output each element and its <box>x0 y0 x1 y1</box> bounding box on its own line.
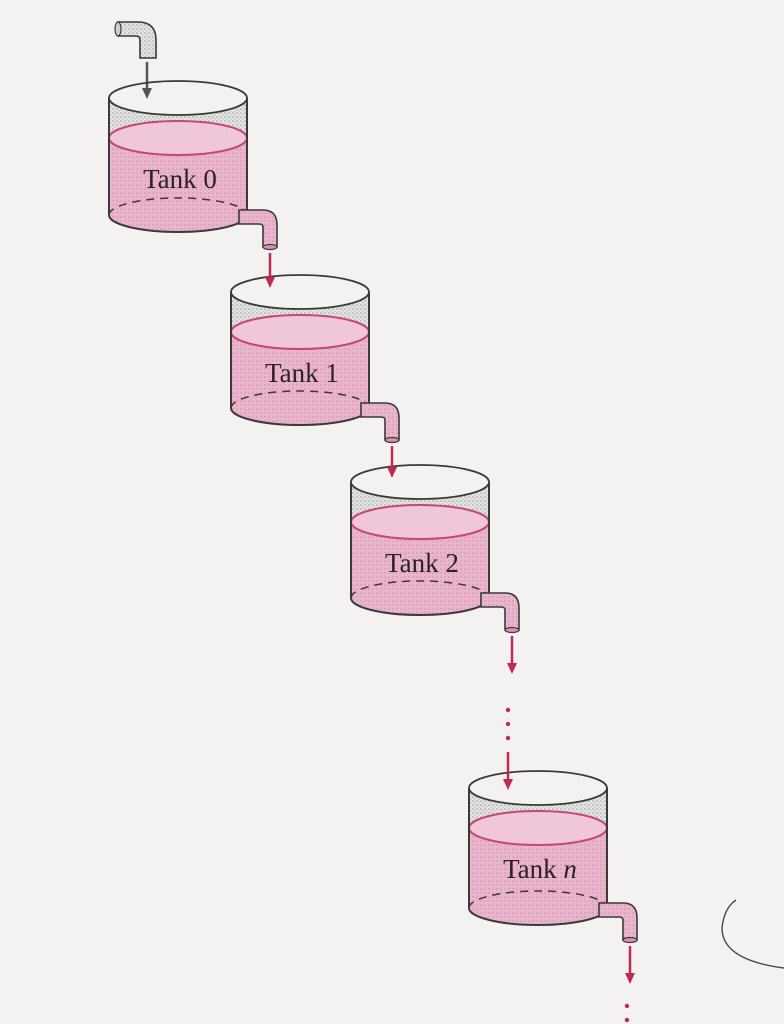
tank-label-index: n <box>563 854 577 884</box>
tank-label-name: Tank <box>143 164 203 194</box>
continuation-dots-upper <box>505 707 511 741</box>
flow-arrow <box>387 446 397 478</box>
tank-label-index: 0 <box>203 164 217 194</box>
tank-label-name: Tank <box>265 358 325 388</box>
liquid-surface <box>230 314 370 350</box>
outlet-opening <box>504 626 520 634</box>
outlet-pipe <box>238 209 278 248</box>
tank-label-index: 1 <box>325 358 339 388</box>
outlet-pipe <box>480 592 520 631</box>
tank-n: Tank n <box>468 770 638 944</box>
inlet-arrow <box>142 62 152 99</box>
tank-rim <box>350 464 490 500</box>
page-curl <box>721 899 784 969</box>
tank-label-index: 2 <box>445 548 459 578</box>
outlet-pipe <box>598 902 638 941</box>
flows-layer <box>265 253 635 984</box>
tank-rim <box>230 274 370 310</box>
tank-liquid <box>469 828 607 925</box>
tank-liquid <box>109 138 247 232</box>
outlet-opening <box>622 936 638 944</box>
tank-label: Tank 2 <box>385 548 459 578</box>
flow-arrow <box>507 636 517 674</box>
tank-bottom-hidden-edge <box>468 890 608 909</box>
flow-arrow-into-tank-n <box>503 752 513 790</box>
tank-bottom-hidden-edge <box>350 580 490 599</box>
tank-rim <box>108 80 248 116</box>
tank-0: Tank 0 <box>108 80 278 251</box>
tank-label: Tank n <box>503 854 577 884</box>
liquid-surface <box>108 120 248 156</box>
tank-liquid <box>231 332 369 425</box>
liquid-surface <box>350 504 490 540</box>
tank-rim <box>468 770 608 806</box>
tank-2: Tank 2 <box>350 464 520 634</box>
outlet-pipe <box>360 402 400 441</box>
outlet-opening <box>384 436 400 444</box>
tank-1: Tank 1 <box>230 274 400 444</box>
inlet-pipe <box>114 21 157 59</box>
tank-label-name: Tank <box>503 854 563 884</box>
tank-label: Tank 1 <box>265 358 339 388</box>
flow-arrow <box>625 946 635 984</box>
tank-bottom-hidden-edge <box>108 197 248 216</box>
tank-liquid <box>351 522 489 615</box>
tank-label-name: Tank <box>385 548 445 578</box>
tank-bottom-hidden-edge <box>230 390 370 409</box>
outlet-opening <box>262 243 278 251</box>
liquid-surface <box>468 810 608 846</box>
flow-arrow <box>265 253 275 288</box>
continuation-dots-lower <box>624 1003 630 1023</box>
tank-label: Tank 0 <box>143 164 217 194</box>
